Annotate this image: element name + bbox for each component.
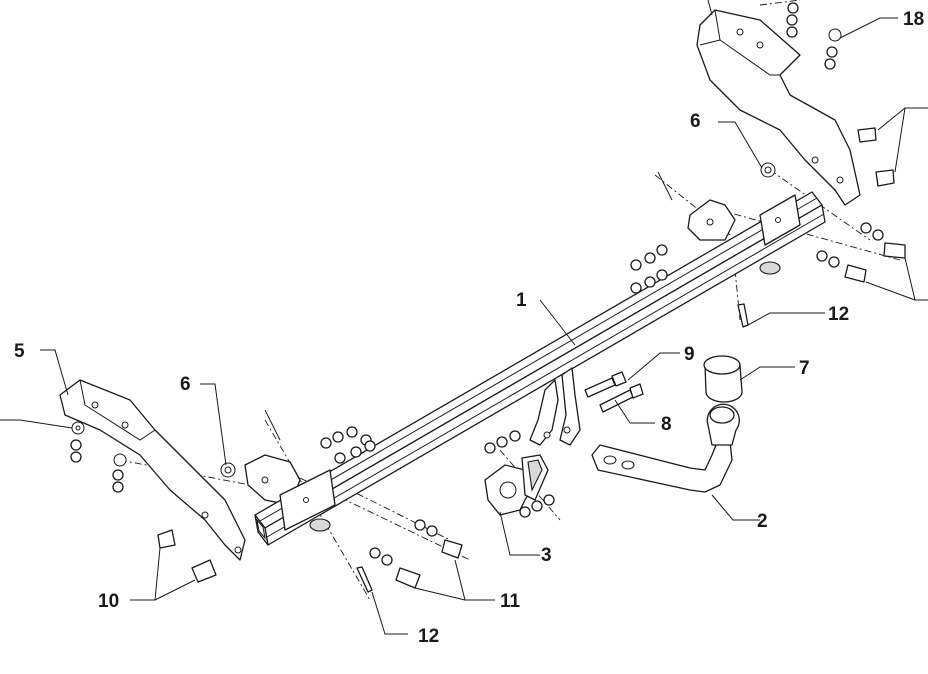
callout-10: 10 [98,591,119,612]
right-side-bracket [696,9,861,206]
left-side-bracket [59,379,246,561]
leader-lines [0,0,928,635]
callout-1: 1 [516,290,527,311]
nuts-and-washers [70,2,884,566]
electrical-socket-plate [484,454,549,516]
callout-12-bottom: 12 [418,626,439,647]
callout-3: 3 [541,545,552,566]
main-crossbar-tube [254,191,826,546]
bolts [157,127,906,589]
callout-2: 2 [757,511,768,532]
callout-8: 8 [661,414,672,435]
tow-ball-neck [591,403,740,493]
callout-9: 9 [684,344,695,365]
callout-7: 7 [799,358,810,379]
callout-labels: 1 2 3 5 6 6 7 8 9 10 11 12 12 18 [14,9,924,647]
tow-ball-cap [703,355,743,403]
callout-12-right: 12 [828,304,849,325]
callout-18: 18 [903,9,924,30]
callout-6-right: 6 [690,111,701,132]
callout-11: 11 [500,591,521,612]
ball-mount-bracket [529,367,581,446]
callout-6-left: 6 [180,374,191,395]
callout-5: 5 [14,341,25,362]
